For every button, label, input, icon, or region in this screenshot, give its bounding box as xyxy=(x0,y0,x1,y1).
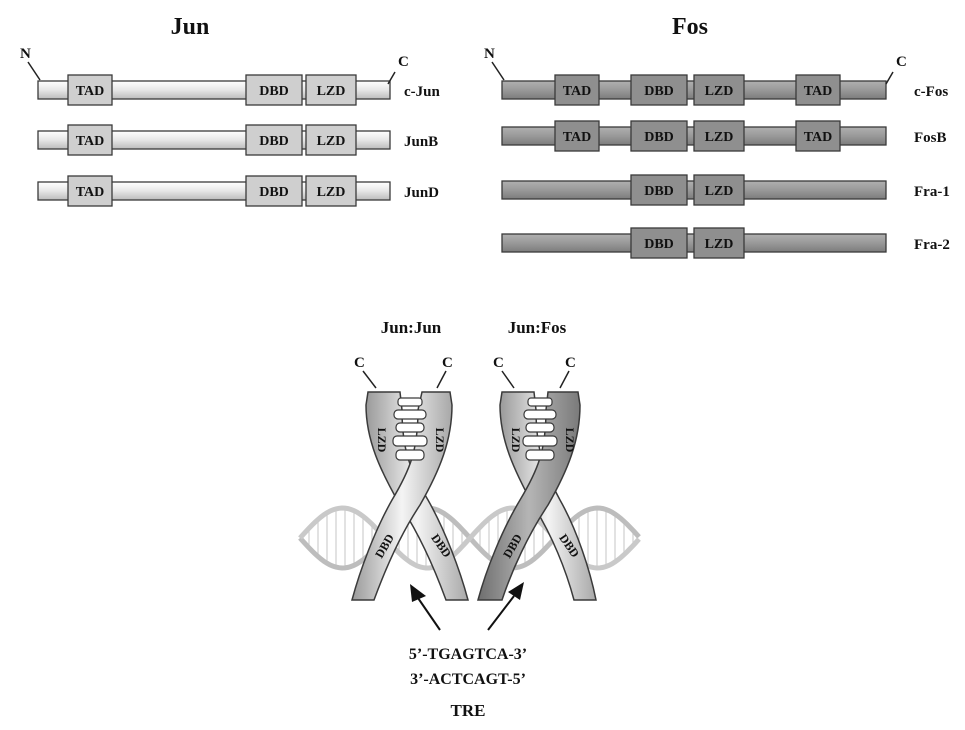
jun-domain-label: TAD xyxy=(76,84,105,99)
fos-row-fra-2: DBD LZD Fra-2 xyxy=(502,228,950,258)
fos-domain-label: TAD xyxy=(804,130,833,145)
jun-protein-name: JunD xyxy=(404,185,439,201)
fos-domain-label: TAD xyxy=(563,84,592,99)
fos-protein-name: Fra-2 xyxy=(914,237,950,253)
jun-n-terminus-label: N xyxy=(20,46,31,62)
fos-protein-name: Fra-1 xyxy=(914,184,950,200)
fos-domain-label: DBD xyxy=(644,237,674,252)
fos-n-terminus-label: N xyxy=(484,46,495,62)
tre-sequence-line-1: 5’-TGAGTCA-3’ xyxy=(409,646,527,663)
jun-jun-dimer: Jun:Jun C C LZD LZD DBD DBD xyxy=(352,318,468,600)
jun-row-junb: TAD DBD LZD JunB xyxy=(38,125,438,155)
jun-domain-label: LZD xyxy=(317,84,346,99)
jun-protein-name: JunB xyxy=(404,134,438,150)
fos-row-fosb: TAD DBD LZD TAD FosB xyxy=(502,121,947,151)
fos-domain-label: LZD xyxy=(705,84,734,99)
jun-fos-c-right: C xyxy=(565,355,576,371)
jun-domain-label: TAD xyxy=(76,134,105,149)
fos-n-terminus-tick xyxy=(492,62,504,80)
dna-helix xyxy=(300,508,639,568)
jun-jun-c-left: C xyxy=(354,355,365,371)
jun-n-terminus-tick xyxy=(28,62,40,80)
jun-fos-lzd-left: LZD xyxy=(509,428,523,453)
jun-fos-title: Jun:Fos xyxy=(508,318,567,337)
fos-domain-label: LZD xyxy=(705,130,734,145)
fos-domain-label: DBD xyxy=(644,184,674,199)
jun-domain-label: TAD xyxy=(76,185,105,200)
tre-sequence-line-2: 3’-ACTCAGT-5’ xyxy=(410,671,526,688)
jun-family-title: Jun xyxy=(171,14,210,40)
fos-family-title: Fos xyxy=(672,14,708,40)
jun-jun-c-right: C xyxy=(442,355,453,371)
jun-jun-lzd-left: LZD xyxy=(375,428,389,453)
jun-jun-title: Jun:Jun xyxy=(381,318,442,337)
jun-domain-label: DBD xyxy=(259,134,289,149)
fos-domain-label: TAD xyxy=(563,130,592,145)
jun-domain-label: DBD xyxy=(259,185,289,200)
fos-protein-name: c-Fos xyxy=(914,84,948,100)
fos-row-fra-1: DBD LZD Fra-1 xyxy=(502,175,950,205)
jun-protein-name: c-Jun xyxy=(404,84,440,100)
fos-protein-name: FosB xyxy=(914,130,947,146)
jun-c-terminus-label: C xyxy=(398,54,409,70)
fos-domain-label: DBD xyxy=(644,130,674,145)
arrow-right-head xyxy=(508,582,524,600)
fos-row-c-fos: TAD DBD LZD TAD c-Fos xyxy=(502,75,948,105)
jun-c-terminus-tick xyxy=(388,72,395,84)
fos-domain-label: LZD xyxy=(705,184,734,199)
arrow-right-shaft xyxy=(488,596,514,630)
jun-domain-label: DBD xyxy=(259,84,289,99)
arrow-left-head xyxy=(410,584,426,602)
jun-domain-label: LZD xyxy=(317,185,346,200)
fos-c-terminus-tick xyxy=(886,72,893,84)
tre-label: TRE xyxy=(451,701,486,720)
jun-fos-lzd-right: LZD xyxy=(563,428,577,453)
binding-arrows xyxy=(410,582,524,630)
jun-jun-lzd-right: LZD xyxy=(433,428,447,453)
fos-c-terminus-label: C xyxy=(896,54,907,70)
arrow-left-shaft xyxy=(418,598,440,630)
jun-fos-c-left: C xyxy=(493,355,504,371)
fos-domain-label: TAD xyxy=(804,84,833,99)
jun-domain-label: LZD xyxy=(317,134,346,149)
jun-row-c-jun: TAD DBD LZD c-Jun xyxy=(38,75,440,105)
jun-row-jund: TAD DBD LZD JunD xyxy=(38,176,439,206)
fos-domain-label: LZD xyxy=(705,237,734,252)
fos-domain-label: DBD xyxy=(644,84,674,99)
